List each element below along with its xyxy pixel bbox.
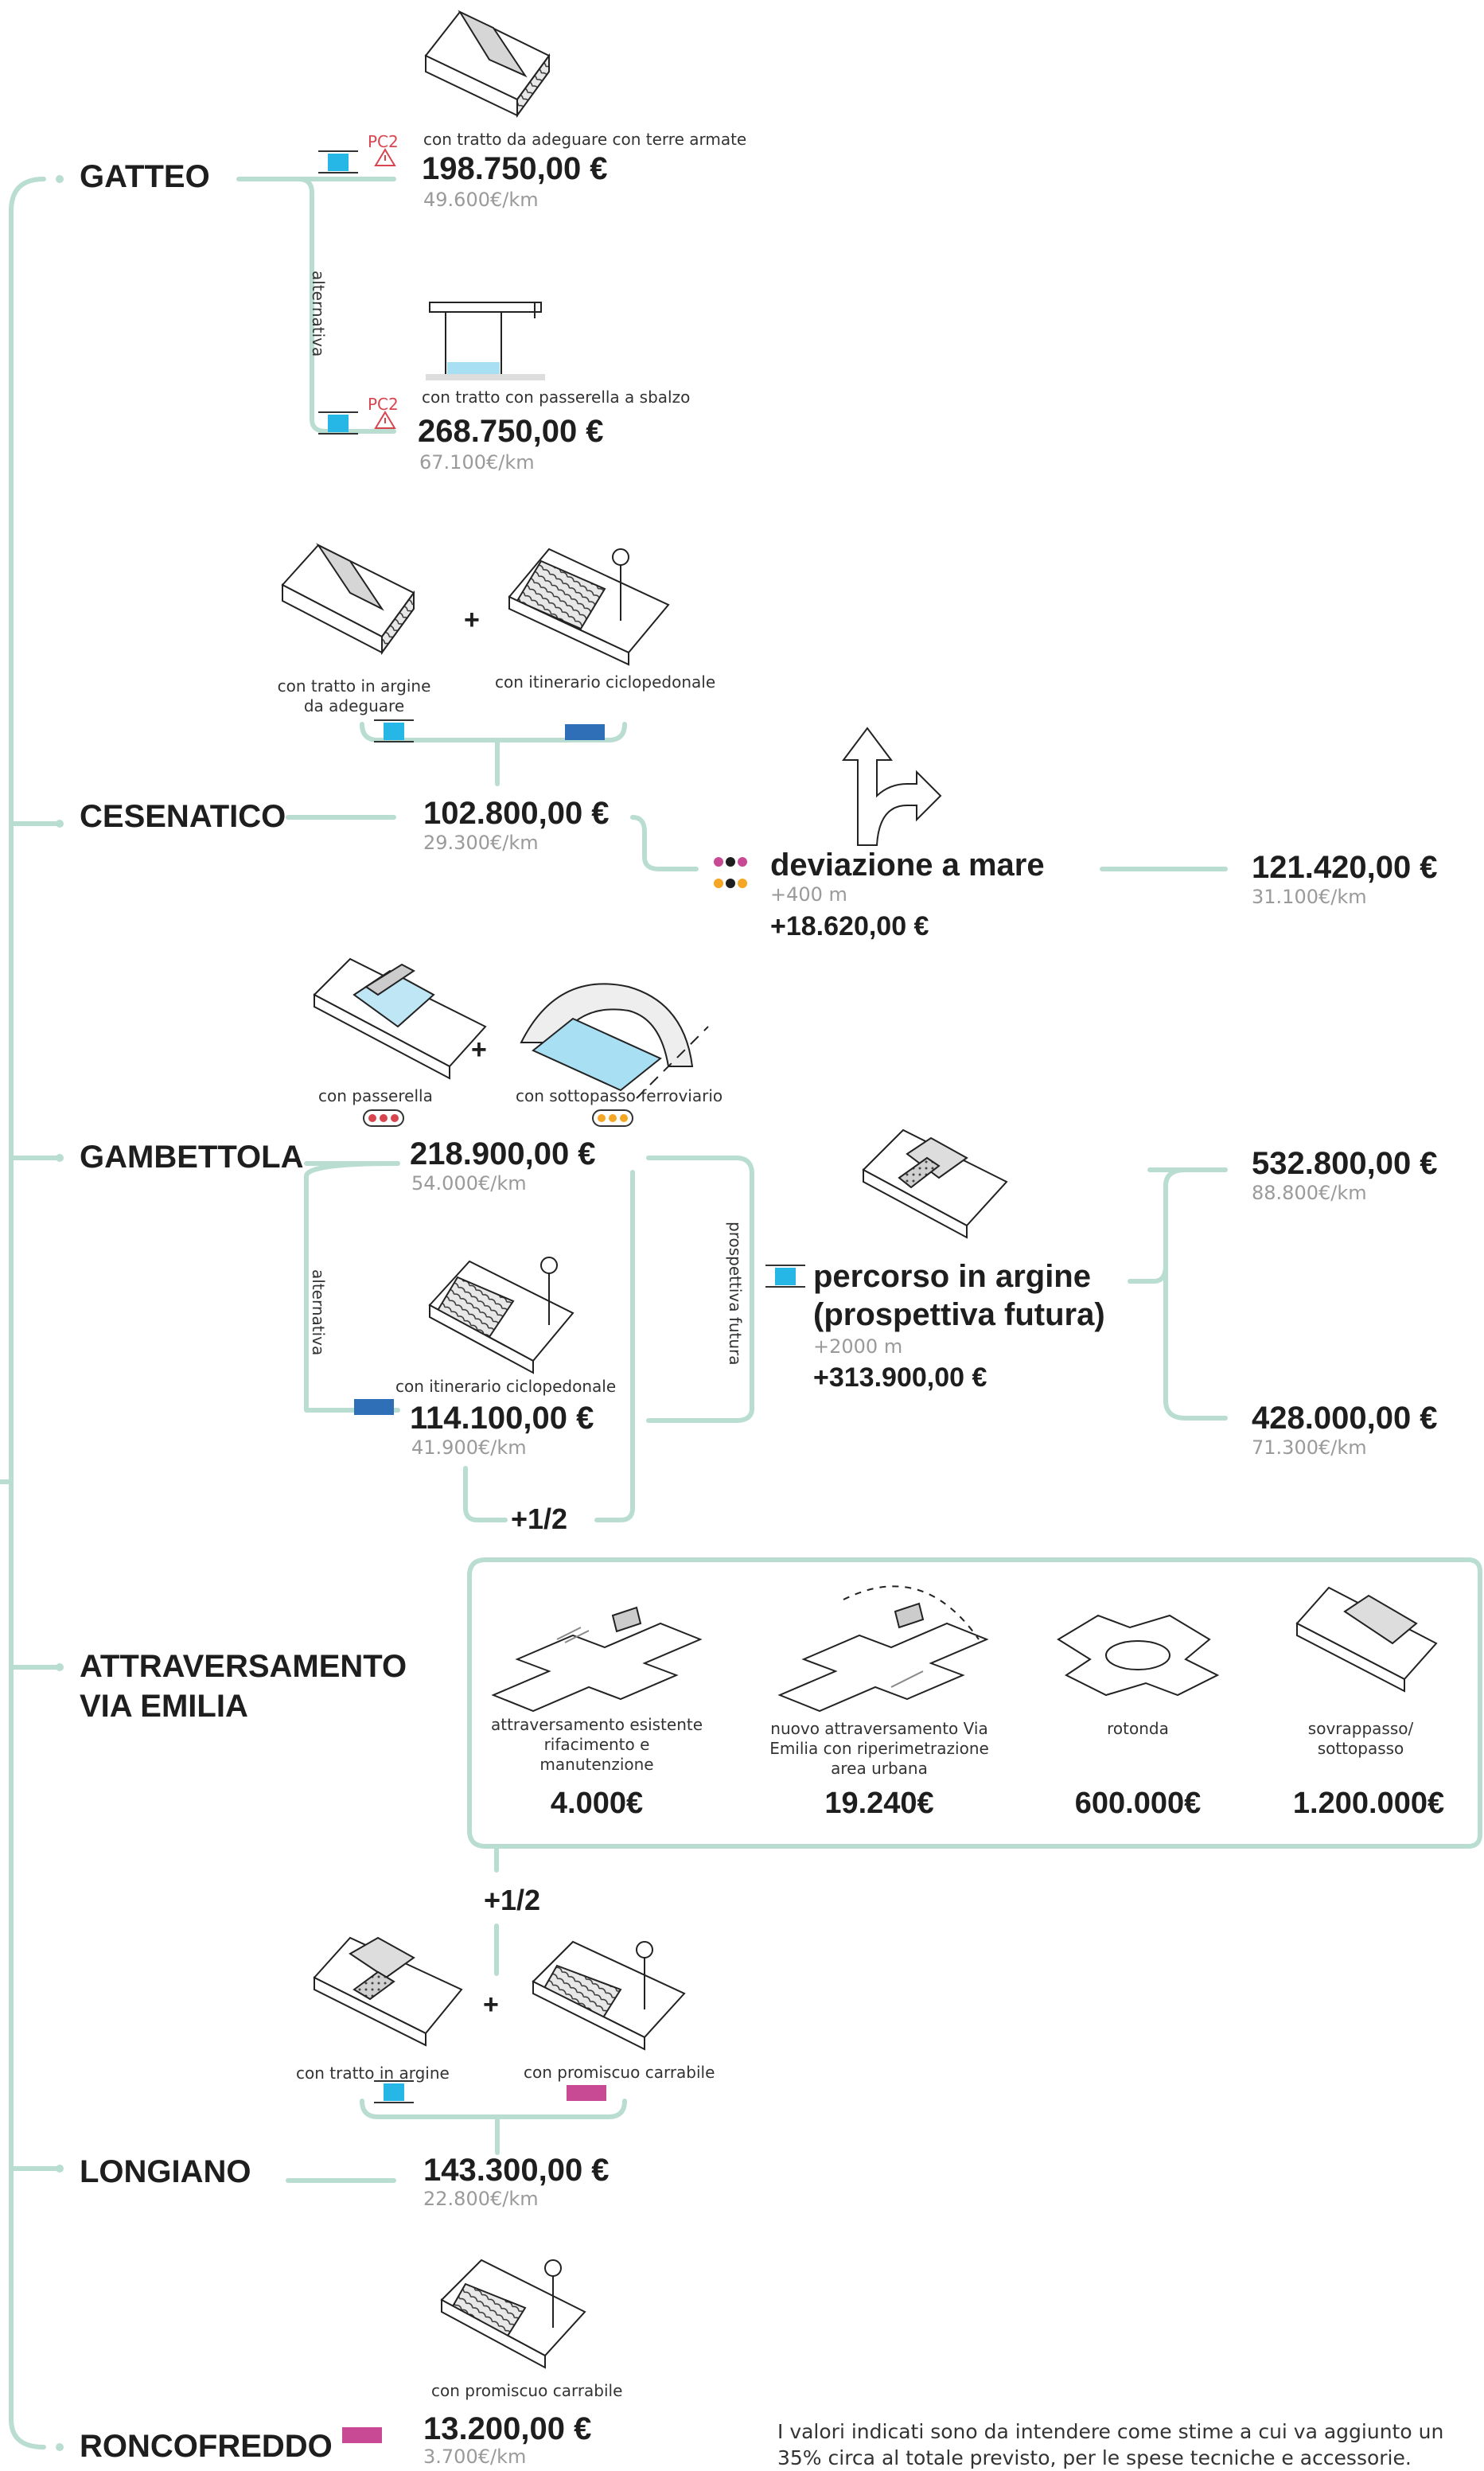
- cesenatico-caption-left-2: da adeguare: [303, 696, 405, 715]
- longiano-mixed-road-icon: [532, 1940, 686, 2051]
- footnote: I valori indicati sono da intendere come…: [777, 2420, 1444, 2469]
- gatteo-warning-icon-1: [374, 148, 396, 166]
- gambettola-total-a-price: 532.800,00 €: [1252, 1146, 1438, 1181]
- overpass-icon: [1295, 1586, 1438, 1693]
- branch-dots: [56, 175, 64, 2451]
- gambettola-caption-left: con passerella: [318, 1086, 433, 1105]
- deviation-extra: +18.620,00 €: [770, 911, 929, 941]
- longiano-mixed-road-symbol: [567, 2085, 606, 2101]
- gambettola-red-dots-icon: [363, 1109, 404, 1127]
- gambettola-total-b-price: 428.000,00 €: [1252, 1401, 1438, 1436]
- gatteo-opt1-caption: con tratto da adeguare con terre armate: [423, 130, 747, 149]
- gambettola-alt-per-km: 41.900€/km: [411, 1436, 527, 1459]
- gambettola-alternative-label: alternativa: [309, 1269, 328, 1356]
- longiano-price: 143.300,00 €: [423, 2153, 610, 2188]
- cesenatico-caption-left: con tratto in argine da adeguare: [263, 676, 446, 716]
- future-distance: +2000 m: [813, 1335, 903, 1358]
- cesenatico-price: 102.800,00 €: [423, 796, 610, 831]
- gambettola-underpass-icon: [520, 983, 709, 1099]
- crossing-option-1-cost: 4.000€: [550, 1787, 644, 1820]
- cesenatico-caption-left-1: con tratto in argine: [277, 676, 431, 696]
- gatteo-pc-label-1: PC2: [368, 132, 399, 151]
- roncofreddo-caption: con promiscuo carrabile: [431, 2381, 623, 2400]
- crossing-existing-icon: [491, 1606, 703, 1713]
- gatteo-bridge-symbol-1: [318, 150, 358, 173]
- crossing-option-2-caption: nuovo attraversamento Via Emilia con rip…: [769, 1719, 989, 1778]
- roncofreddo-mixed-road-icon: [440, 2259, 586, 2369]
- city-attraversamento-line2: VIA EMILIA: [80, 1689, 248, 1724]
- longiano-per-km: 22.800€/km: [423, 2188, 539, 2210]
- longiano-caption-left: con tratto in argine: [296, 2064, 450, 2083]
- roncofreddo-price: 13.200,00 €: [423, 2411, 592, 2446]
- longiano-plus: +: [483, 1990, 499, 2020]
- future-title-2: (prospettiva futura): [813, 1297, 1105, 1332]
- longiano-embankment-icon: [313, 1936, 463, 2047]
- future-bridge-symbol: [765, 1265, 805, 1288]
- crossing-option-3-caption: rotonda: [1107, 1719, 1169, 1738]
- crossing-option-4-caption: sovrappasso/ sottopasso: [1307, 1719, 1414, 1758]
- deviation-distance: +400 m: [770, 883, 847, 906]
- gatteo-alternative-label: alternativa: [309, 271, 328, 357]
- gatteo-cantilever-icon: [426, 302, 545, 380]
- city-attraversamento-line1: ATTRAVERSAMENTO: [80, 1649, 407, 1684]
- city-longiano: LONGIANO: [80, 2154, 251, 2189]
- gambettola-footbridge-icon: [313, 957, 487, 1080]
- gambettola-per-km: 54.000€/km: [411, 1172, 527, 1195]
- gambettola-price: 218.900,00 €: [410, 1136, 596, 1171]
- gambettola-plus: +: [471, 1035, 487, 1065]
- attraversamento-half: +1/2: [484, 1884, 541, 1916]
- cesenatico-per-km: 29.300€/km: [423, 832, 539, 854]
- roncofreddo-per-km: 3.700€/km: [423, 2446, 527, 2468]
- gambettola-cycleway-icon: [428, 1257, 575, 1374]
- gatteo-embankment-icon: [424, 10, 551, 119]
- cesenatico-plus: +: [464, 605, 480, 635]
- crossing-option-4-cost: 1.200.000€: [1292, 1787, 1445, 1820]
- crossing-option-1-caption: attraversamento esistente rifacimento e …: [490, 1715, 703, 1774]
- future-embankment-icon: [862, 1128, 1008, 1239]
- gatteo-opt2-per-km: 67.100€/km: [419, 451, 535, 474]
- gatteo-bridge-symbol-2: [318, 411, 358, 435]
- gambettola-caption-right: con sottopasso ferroviario: [516, 1086, 723, 1105]
- gatteo-opt2-caption: con tratto con passerella a sbalzo: [422, 388, 691, 407]
- cesenatico-cycleway-icon: [508, 548, 670, 666]
- cesenatico-bridge-symbol: [374, 719, 414, 742]
- longiano-bridge-symbol: [374, 2080, 414, 2103]
- gambettola-orange-dots-icon: [592, 1109, 633, 1127]
- deviation-dots-icon: [714, 857, 747, 888]
- future-title-1: percorso in argine: [813, 1259, 1091, 1294]
- crossing-option-3-cost: 600.000€: [1074, 1787, 1202, 1820]
- connector-lines: [0, 177, 1482, 2450]
- roundabout-icon: [1057, 1614, 1220, 1697]
- roncofreddo-mixed-road-symbol: [342, 2427, 382, 2443]
- city-cesenatico: CESENATICO: [80, 799, 286, 834]
- city-roncofreddo: RONCOFREDDO: [80, 2429, 333, 2464]
- city-gambettola: GAMBETTOLA: [80, 1140, 304, 1175]
- gambettola-total-b-per-km: 71.300€/km: [1252, 1436, 1367, 1459]
- gambettola-alt-price: 114.100,00 €: [410, 1401, 594, 1436]
- cesenatico-total-price: 121.420,00 €: [1252, 850, 1438, 885]
- gatteo-warning-icon-2: [374, 411, 396, 429]
- deviation-arrow-icon: [842, 727, 942, 846]
- gatteo-opt1-price: 198.750,00 €: [422, 151, 608, 186]
- gambettola-total-a-per-km: 88.800€/km: [1252, 1182, 1367, 1204]
- gatteo-opt1-per-km: 49.600€/km: [423, 189, 539, 211]
- deviation-title: deviazione a mare: [770, 848, 1045, 883]
- future-extra: +313.900,00 €: [813, 1362, 987, 1393]
- longiano-caption-right: con promiscuo carrabile: [524, 2063, 715, 2082]
- gambettola-alt-caption: con itinerario ciclopedonale: [395, 1377, 617, 1396]
- cesenatico-total-per-km: 31.100€/km: [1252, 886, 1367, 908]
- cesenatico-cycleway-symbol: [565, 724, 605, 740]
- cesenatico-caption-right: con itinerario ciclopedonale: [495, 672, 716, 692]
- crossing-new-icon: [777, 1585, 989, 1713]
- cesenatico-embankment-icon: [281, 543, 415, 656]
- gatteo-opt2-price: 268.750,00 €: [418, 414, 604, 449]
- future-label: prospettiva futura: [726, 1222, 745, 1366]
- crossing-option-2-cost: 19.240€: [824, 1787, 934, 1820]
- city-gatteo: GATTEO: [80, 159, 210, 194]
- gambettola-half: +1/2: [511, 1502, 568, 1535]
- gatteo-pc-label-2: PC2: [368, 395, 399, 414]
- gambettola-cycleway-symbol: [354, 1399, 394, 1415]
